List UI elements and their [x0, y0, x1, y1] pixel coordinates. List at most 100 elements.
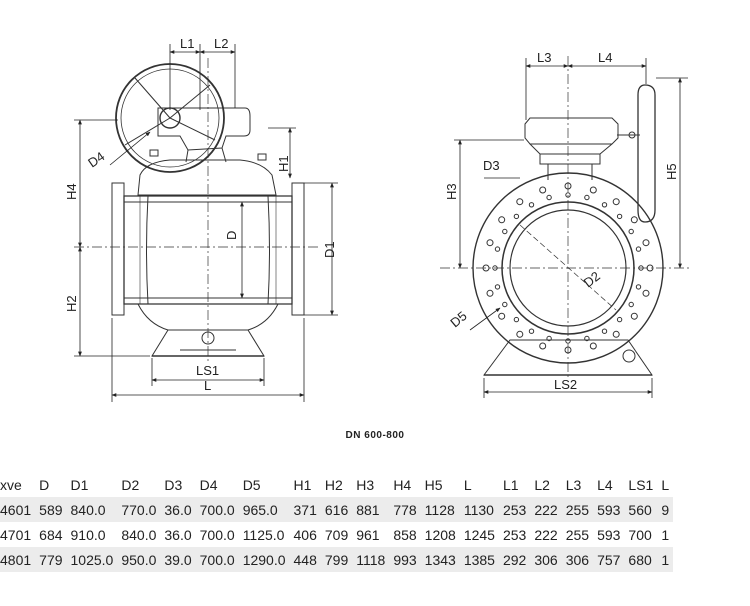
size-caption: DN 600-800	[345, 430, 405, 441]
table-cell: 700.0	[195, 522, 239, 547]
table-cell: 770.0	[117, 497, 161, 522]
label-d4: D4	[85, 149, 107, 171]
table-cell: 1125.0	[238, 522, 290, 547]
bolt-hole	[486, 239, 494, 247]
table-cell: 993	[389, 547, 421, 572]
table-cell: 306	[530, 547, 562, 572]
bolt-hole	[528, 328, 535, 334]
front-dimensions	[74, 44, 338, 402]
label-ls1: LS1	[196, 363, 219, 378]
bolt-hole	[612, 198, 620, 206]
column-header: H1	[293, 476, 312, 493]
valve-body	[123, 195, 293, 305]
table-cell: 757	[593, 547, 625, 572]
column-header: D4	[199, 476, 218, 493]
table-cell: 680	[624, 547, 658, 572]
bolt-hole	[528, 202, 535, 208]
table-cell: 1025.0	[66, 547, 118, 572]
column-header: H2	[324, 476, 343, 493]
side-handwheel	[637, 84, 656, 223]
table-cell: 593	[593, 497, 625, 522]
table-cell: 1385	[459, 547, 499, 572]
bolt-hole	[616, 213, 623, 220]
bolt-hole	[486, 289, 494, 297]
bolt-hole	[589, 186, 597, 194]
table-cell: 778	[389, 497, 421, 522]
label-d5: D5	[447, 308, 469, 330]
bolt-hole	[498, 312, 506, 320]
label-h4: H4	[64, 183, 79, 200]
table-cell: 1290.0	[238, 547, 290, 572]
column-header: D3	[164, 476, 183, 493]
table-cell: 4601	[0, 497, 36, 522]
bolt-hole	[601, 328, 608, 334]
bolt-hole	[642, 239, 650, 247]
table-cell: 1	[657, 522, 674, 547]
table-cell: 1208	[420, 522, 460, 547]
table-cell: 1118	[352, 547, 390, 572]
bolt-hole	[601, 202, 608, 208]
bolt-hole	[565, 192, 571, 198]
table-cell: 36.0	[160, 522, 196, 547]
table-cell: 779	[35, 547, 67, 572]
table-cell: 292	[498, 547, 531, 572]
table-cell: 950.0	[117, 547, 161, 572]
table-cell: 253	[498, 497, 531, 522]
table-cell: 560	[624, 497, 658, 522]
label-h3: H3	[444, 183, 459, 200]
table-cell: 616	[320, 497, 353, 522]
bolt-hole	[616, 316, 623, 323]
table-cell: 684	[35, 522, 67, 547]
table-cell: 700.0	[195, 547, 239, 572]
side-gearbox	[524, 117, 619, 145]
bolt-hole	[513, 213, 520, 220]
label-d1: D1	[322, 241, 337, 258]
column-header: D5	[242, 476, 261, 493]
table-cell: 406	[289, 522, 321, 547]
bolt-hole	[516, 198, 524, 206]
table-cell: 1130	[459, 497, 499, 522]
bolt-hole	[539, 342, 547, 350]
column-header: L3	[565, 476, 582, 493]
table-cell: 593	[593, 522, 625, 547]
column-header: L4	[597, 476, 613, 493]
bolt-hole	[584, 335, 590, 342]
column-header: LS1	[628, 476, 654, 493]
bolt-hole	[502, 301, 508, 308]
table-cell: 709	[320, 522, 353, 547]
bolt-hole	[502, 228, 508, 235]
table-cell: 371	[289, 497, 321, 522]
bolt-hole	[539, 186, 547, 194]
table-cell: 1	[657, 547, 674, 572]
label-ls2: LS2	[554, 377, 577, 392]
table-cell: 840.0	[66, 497, 118, 522]
table-cell: 840.0	[117, 522, 161, 547]
bolt-hole	[546, 335, 552, 342]
label-d3: D3	[483, 158, 500, 173]
label-l4: L4	[598, 50, 612, 65]
column-header: L	[661, 476, 670, 493]
table-cell: 589	[35, 497, 67, 522]
bolt-hole	[630, 216, 638, 224]
bolt-hole	[513, 316, 520, 323]
label-d2: D2	[581, 268, 603, 290]
label-l: L	[204, 378, 211, 393]
label-h5: H5	[664, 163, 679, 180]
gearbox	[157, 107, 251, 151]
bolt-hole	[635, 284, 642, 290]
table-cell: 1245	[459, 522, 499, 547]
valve-drawing: L1 L2 D4 H1 H4 H2 D D1 LS1 L L3 L4 D3 H3…	[64, 36, 690, 402]
column-header: H4	[393, 476, 412, 493]
bolt-hole	[642, 289, 650, 297]
table-cell: 1343	[420, 547, 460, 572]
right-flange	[291, 182, 305, 316]
column-header: xve	[0, 476, 22, 493]
table-cell: 965.0	[238, 497, 290, 522]
bolt-hole	[546, 194, 552, 201]
table-cell: 255	[561, 497, 594, 522]
bolt-hole	[589, 342, 597, 350]
side-view	[440, 56, 690, 380]
label-h1: H1	[276, 155, 291, 172]
